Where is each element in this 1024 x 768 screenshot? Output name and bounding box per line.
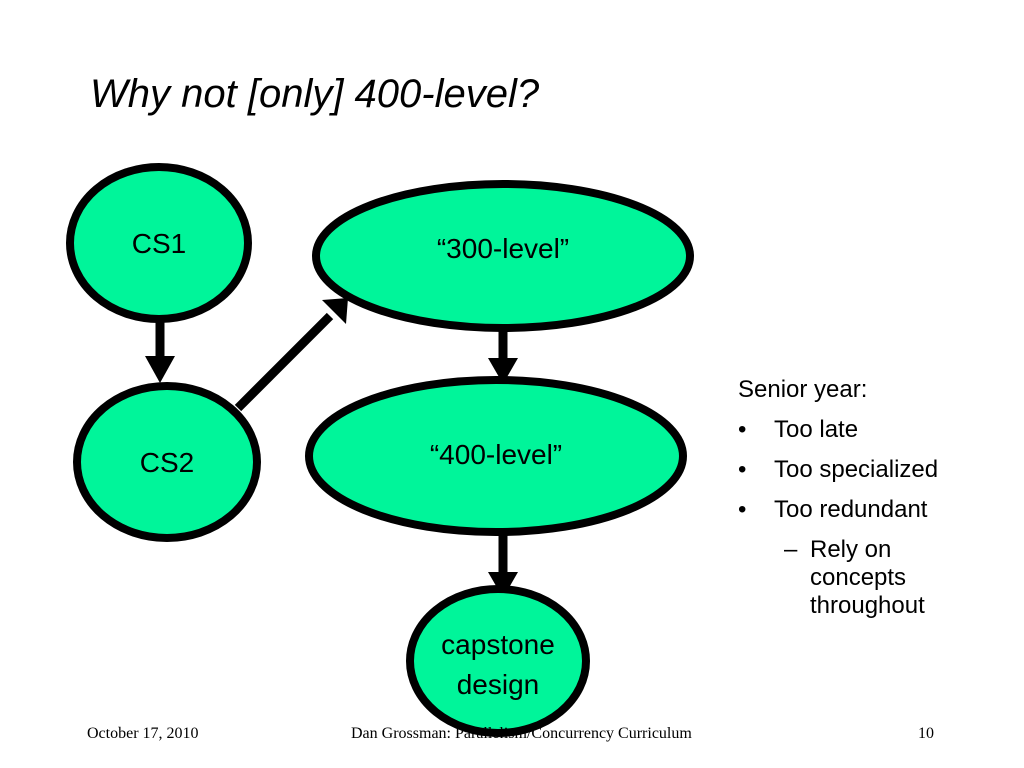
node-cs1-shape bbox=[66, 163, 252, 323]
list-item-text: Too late bbox=[774, 416, 859, 443]
bullet-glyph: • bbox=[738, 496, 747, 523]
node-cs2-label: CS2 bbox=[140, 447, 194, 478]
list-item-text: Too specialized bbox=[774, 456, 939, 483]
notes-sublist: – Rely on concepts throughout bbox=[784, 536, 970, 620]
node-capstone-design: capstone design bbox=[406, 585, 590, 737]
node-400-level: “400-level” bbox=[305, 376, 687, 536]
footer-date: October 17, 2010 bbox=[87, 725, 199, 742]
list-item: • Too redundant – Rely on concepts throu… bbox=[738, 496, 970, 620]
senior-year-notes: Senior year: • Too late • Too specialize… bbox=[738, 376, 970, 632]
list-item-text: Too redundant bbox=[774, 496, 928, 523]
node-cs2-shape bbox=[73, 382, 261, 542]
notes-list: • Too late • Too specialized • Too redun… bbox=[738, 416, 970, 620]
node-300-level-shape bbox=[312, 180, 694, 332]
arrowhead-cs1-cs2 bbox=[145, 356, 175, 383]
bullet-glyph: • bbox=[738, 416, 747, 443]
arrowhead-cs2-300 bbox=[322, 298, 348, 324]
edge-cs2-300 bbox=[234, 312, 334, 412]
footer-title: Dan Grossman: Parallelism/Concurrency Cu… bbox=[351, 725, 692, 742]
slide-title: Why not [only] 400-level? bbox=[90, 72, 540, 116]
node-cs1-label: CS1 bbox=[132, 228, 186, 259]
arrowhead-300-400 bbox=[488, 358, 518, 384]
node-400-level-label: “400-level” bbox=[430, 439, 562, 470]
node-cs1: CS1 bbox=[66, 163, 252, 323]
bullet-glyph: • bbox=[738, 456, 747, 483]
notes-heading: Senior year: bbox=[738, 376, 868, 403]
page-number: 10 bbox=[918, 725, 934, 742]
dash-glyph: – bbox=[784, 536, 798, 563]
node-400-level-shape bbox=[305, 376, 687, 536]
node-cs2: CS2 bbox=[73, 382, 261, 542]
list-item: • Too late bbox=[738, 416, 970, 444]
node-capstone-label-line1: capstone bbox=[441, 629, 555, 660]
sub-list-item-text: Rely on concepts throughout bbox=[810, 536, 925, 619]
node-300-level: “300-level” bbox=[312, 180, 694, 332]
node-300-level-label: “300-level” bbox=[437, 233, 569, 264]
node-capstone-shape bbox=[406, 585, 590, 737]
list-item: • Too specialized bbox=[738, 456, 970, 484]
arrowhead-400-capstone bbox=[488, 572, 518, 598]
node-capstone-label-line2: design bbox=[457, 669, 540, 700]
sub-list-item: – Rely on concepts throughout bbox=[784, 536, 970, 620]
